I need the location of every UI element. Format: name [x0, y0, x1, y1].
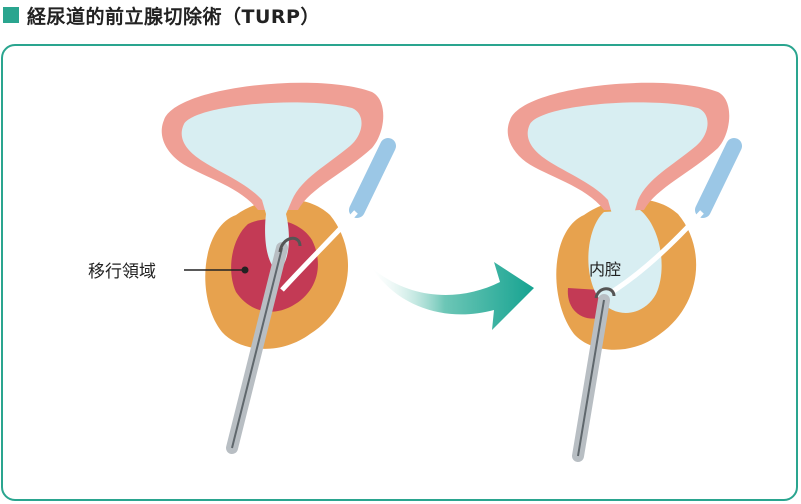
bladder-urine-right	[527, 102, 708, 214]
resectoscope-light-left	[349, 138, 396, 218]
label-lumen: 内腔	[589, 260, 622, 279]
prostatic-lumen	[588, 210, 662, 313]
leader-dot	[241, 266, 249, 274]
resectoscope-wire-right	[610, 210, 704, 295]
before-illustration	[161, 82, 396, 454]
resectoscope-light-right	[695, 138, 742, 218]
title-marker-icon	[3, 7, 19, 23]
bladder-urine-left	[181, 102, 362, 272]
resection-loop-left	[278, 236, 302, 253]
resection-loop-right	[594, 287, 616, 299]
figure-title: 経尿道的前立腺切除術（TURP）	[27, 5, 320, 28]
label-transition-zone: 移行領域	[88, 262, 156, 282]
residual-tissue	[567, 288, 600, 319]
resectoscope-wire-left	[280, 210, 358, 292]
transition-arrow	[372, 262, 534, 330]
after-illustration	[507, 82, 742, 462]
figure-title-bar: 経尿道的前立腺切除術（TURP）	[0, 0, 320, 30]
